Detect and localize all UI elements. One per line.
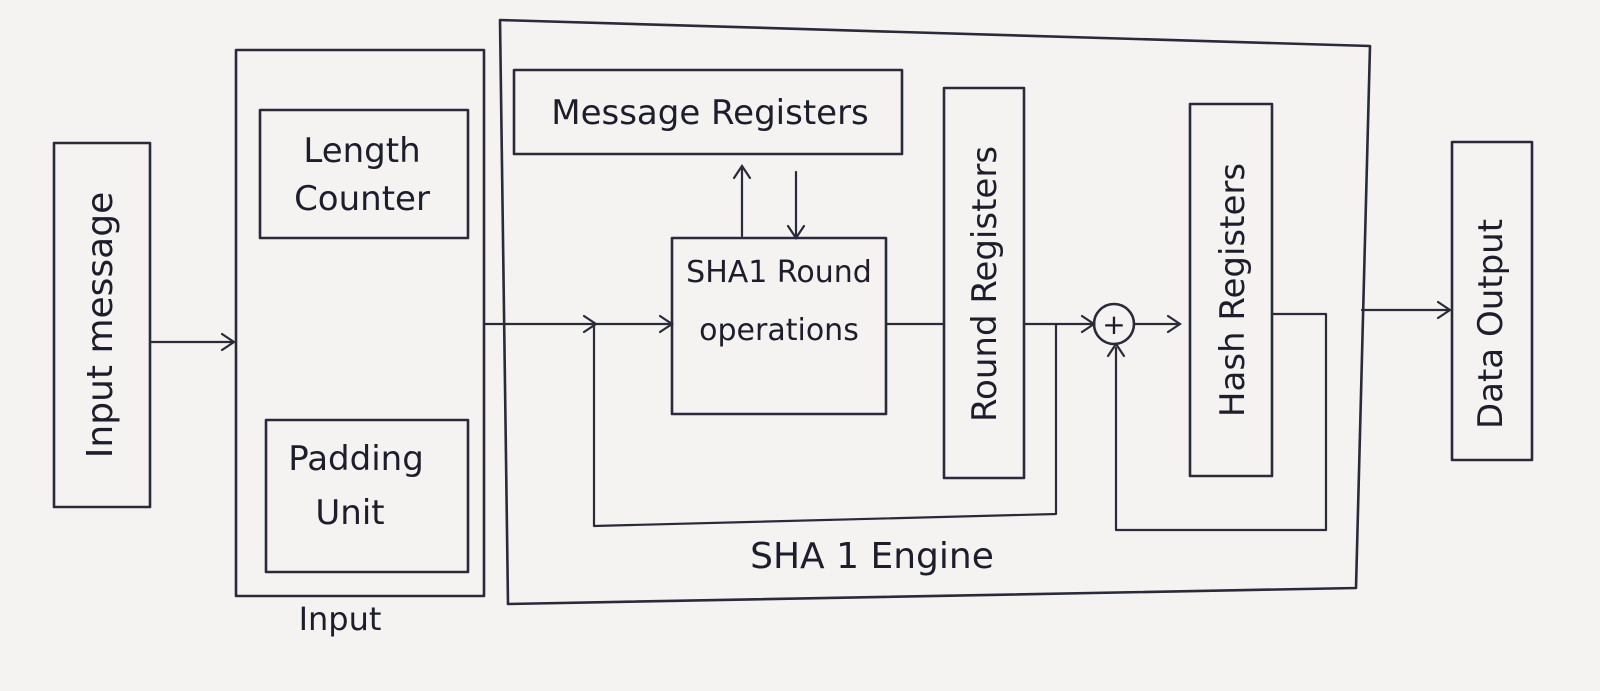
input-block-caption: Input [299,600,382,638]
sha1-engine-caption: SHA 1 Engine [750,536,994,577]
arrowhead [1436,300,1452,320]
message-registers-box [512,68,904,156]
length-counter-label-line2: Counter [294,179,430,219]
data-output-label: Data Output [1471,219,1511,429]
input-message-label: Input message [80,192,121,458]
input-message-box [52,141,152,509]
data-output-box [1450,140,1534,462]
round-registers-box [942,86,1026,480]
round-operations-label-line1: SHA1 Round [686,255,872,290]
arrowhead [732,164,752,180]
arrowhead [1106,342,1126,358]
hash-registers-label: Hash Registers [1213,163,1253,417]
feedback-loop-round [592,322,1058,528]
feedback-loop-hash [1114,312,1328,532]
padding-unit-label-line1: Padding [288,439,424,479]
sha1-engine-box [498,18,1372,606]
length-counter-label-line1: Length [303,131,420,171]
arrowhead [1166,314,1182,334]
length-counter-box [258,108,470,240]
message-registers-label: Message Registers [551,93,869,133]
padding-unit-label-line2: Unit [315,493,384,533]
round-operations-label-line2: operations [699,313,859,348]
padding-unit-box [264,418,470,574]
arrowhead [220,332,236,352]
round-registers-label: Round Registers [965,146,1005,422]
hash-registers-box [1188,102,1274,478]
adder-symbol: + [1102,308,1125,341]
arrowhead [658,314,674,334]
round-operations-box [670,236,888,416]
